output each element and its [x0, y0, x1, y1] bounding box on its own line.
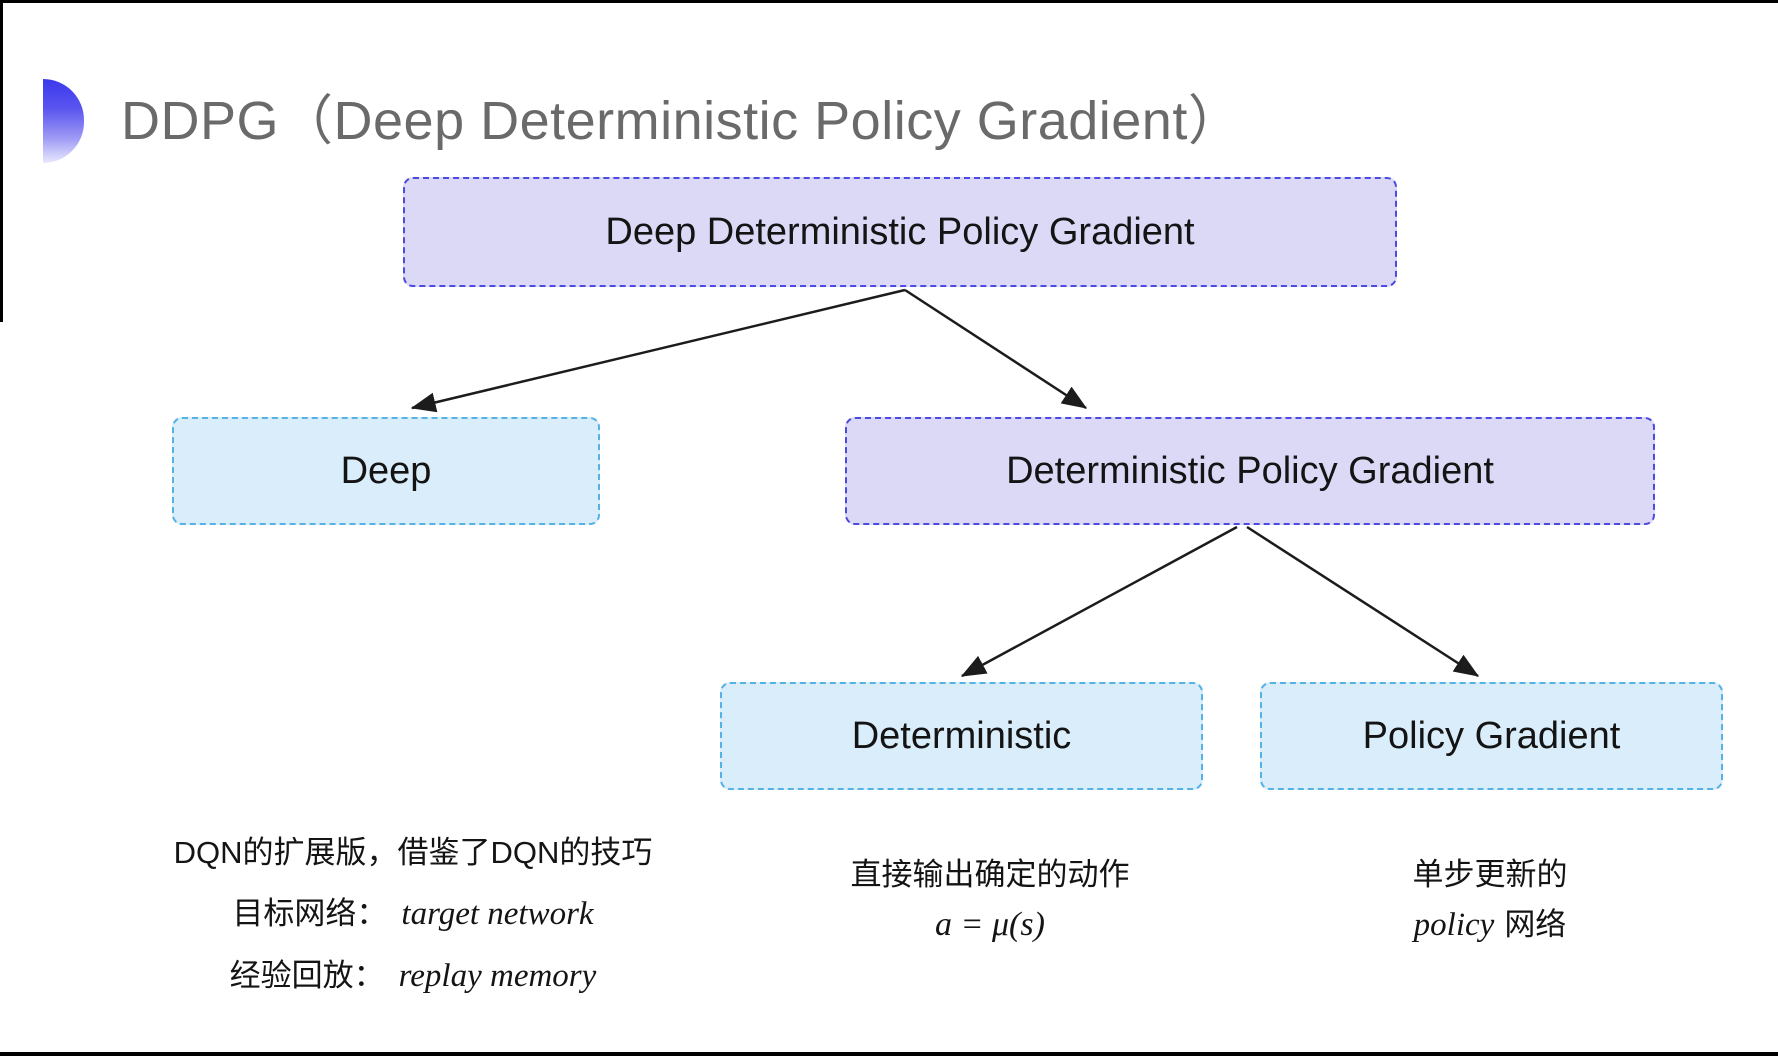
edge-root-deep — [410, 288, 906, 413]
node-deep-deterministic-policy-gradient: Deep Deterministic Policy Gradient — [403, 177, 1397, 287]
node-deep: Deep — [172, 417, 600, 525]
note-line-target-network: 目标网络： target network — [133, 883, 693, 945]
node-policy-gradient: Policy Gradient — [1260, 682, 1723, 790]
note-deep: DQN的扩展版，借鉴了DQN的技巧 目标网络： target network 经验… — [133, 822, 693, 1007]
node-deterministic: Deterministic — [720, 682, 1203, 790]
window-border-top — [0, 0, 1778, 3]
slide-title: DDPG（Deep Deterministic Policy Gradient） — [121, 91, 1243, 151]
node-label: Deep — [340, 449, 432, 492]
note-line-cn: 单步更新的 — [1412, 857, 1568, 892]
node-label: Deterministic — [851, 714, 1072, 757]
node-label: Deep Deterministic Policy Gradient — [605, 210, 1195, 253]
node-label: Deterministic Policy Gradient — [1006, 449, 1494, 492]
note-line-mixed: policy 网络 — [1290, 900, 1690, 950]
title-bullet-icon — [43, 79, 84, 163]
window-border-left — [0, 0, 3, 322]
edge-dpg-deterministic — [960, 525, 1238, 678]
note-deterministic: 直接输出确定的动作 a = μ(s) — [790, 850, 1190, 950]
note-formula: a = μ(s) — [935, 906, 1045, 943]
note-label-cn: 经验回放： — [229, 958, 385, 993]
note-term-en: policy — [1413, 907, 1495, 943]
note-label-cn: 目标网络： — [232, 896, 388, 931]
note-line-cn: 直接输出确定的动作 — [850, 857, 1130, 892]
node-deterministic-policy-gradient: Deterministic Policy Gradient — [845, 417, 1655, 525]
note-line-replay-memory: 经验回放： replay memory — [133, 945, 693, 1007]
edge-dpg-policy-gradient — [1246, 525, 1480, 678]
window-border-bottom — [0, 1052, 1778, 1056]
note-suffix-cn: 网络 — [1504, 907, 1567, 942]
node-label: Policy Gradient — [1362, 714, 1621, 757]
note-term-en: target network — [401, 896, 594, 932]
note-line-summary: DQN的扩展版，借鉴了DQN的技巧 — [173, 835, 653, 870]
edge-root-dpg — [904, 288, 1088, 410]
note-policy-gradient: 单步更新的 policy 网络 — [1290, 850, 1690, 950]
note-term-en: replay memory — [398, 958, 597, 994]
